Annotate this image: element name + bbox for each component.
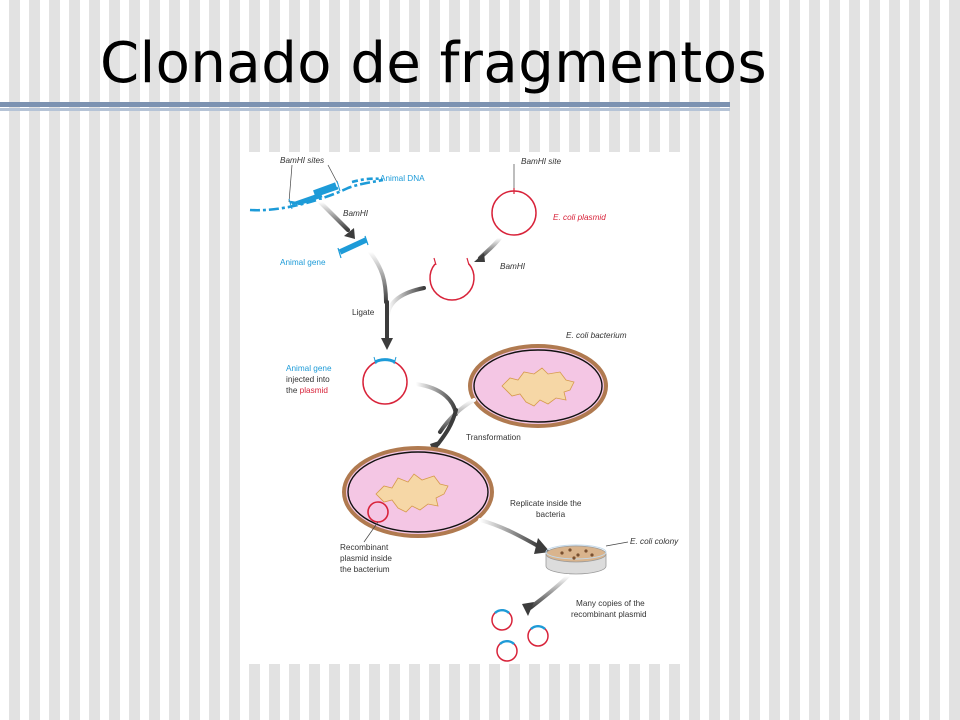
arrow-ligate-right [386,286,426,316]
label-copies-line1: Many copies of the [576,599,645,608]
plasmid-copy [491,608,513,631]
inserted-gene [374,358,396,364]
label-copies-line2: recombinant plasmid [571,610,647,619]
label-injected-line2: injected into [286,375,330,384]
arrow-copies [528,574,570,610]
animal-gene-fragment [337,235,369,259]
label-animal-dna: Animal DNA [380,174,425,183]
label-bamhi-sites: BamHI sites [280,156,324,165]
recombinant-plasmid [362,359,408,405]
cloning-diagram-svg: BamHI sites Animal DNA BamHI site E. col… [249,156,679,662]
recombinant-pointer [363,521,379,543]
bacterium-nucleoid [501,367,575,407]
bacterium-nucleoid [375,473,449,513]
arrow-head [522,602,534,616]
animal-dna-strand [249,164,384,212]
label-recombinant-line3: the bacterium [340,565,390,574]
label-replicate-line1: Replicate inside the [510,499,582,508]
title-underline-light [0,108,730,111]
label-bamhi-enzyme-right: BamHI [500,262,526,271]
label-ecoli-colony: E. coli colony [630,537,679,546]
label-injected-line1: Animal gene [286,364,332,373]
label-injected-line3: the plasmid [286,386,328,395]
arrow-transform-right [438,398,476,434]
label-transformation: Transformation [466,433,521,442]
label-recombinant-line2: plasmid inside [340,554,392,563]
ecoli-plasmid [491,190,537,236]
arrow-transform-left [414,382,458,416]
label-ecoli-plasmid: E. coli plasmid [553,213,606,222]
label-ecoli-bacterium: E. coli bacterium [566,331,627,340]
arrow-ligate-left [368,250,388,304]
plasmid-copy [496,639,518,662]
arrow-head [474,253,485,262]
slide-title: Clonado de fragmentos [100,31,768,96]
cloning-diagram: BamHI sites Animal DNA BamHI site E. col… [248,152,682,664]
arrow-replicate [478,518,540,548]
label-bamhi-enzyme-left: BamHI [343,209,369,218]
label-recombinant-line1: Recombinant [340,543,389,552]
arrow-cut-dna [317,199,351,233]
arrow-head [344,228,355,239]
colony-pointer [605,541,629,547]
ecoli-bacterium [468,344,608,428]
transformed-bacterium [342,446,494,538]
plasmid-copy [527,624,549,647]
label-bamhi-site: BamHI site [521,157,561,166]
arrow-head [381,338,393,350]
label-ligate: Ligate [352,308,375,317]
label-animal-gene: Animal gene [280,258,326,267]
label-replicate-line2: bacteria [536,510,566,519]
arrow-head [534,538,550,554]
cut-plasmid [429,263,475,301]
title-underline [0,102,730,107]
petri-dish [545,544,607,575]
